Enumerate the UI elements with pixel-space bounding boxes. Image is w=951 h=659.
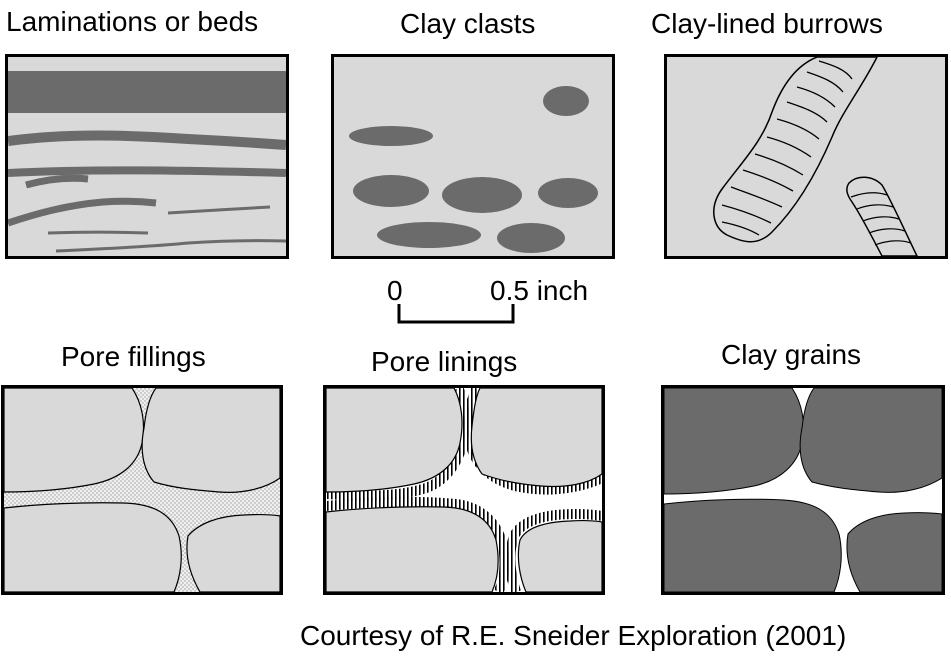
credit-caption: Courtesy of R.E. Sneider Exploration (20…	[300, 620, 847, 651]
clay-clast	[497, 223, 565, 253]
sand-grain	[4, 388, 145, 493]
scale-bar	[397, 304, 515, 324]
scale-end-label: 0.5 inch	[490, 275, 589, 306]
clay-clast	[349, 126, 433, 146]
sand-grain	[141, 388, 280, 493]
sand-grain	[326, 506, 499, 592]
lamination-bed-5	[8, 197, 157, 227]
sand-grain	[4, 502, 182, 592]
panel-clay-clasts	[331, 54, 615, 259]
lamination-bed-2	[8, 130, 286, 150]
lamination-thin-1	[167, 205, 271, 215]
clay-clast	[377, 222, 481, 248]
clay-grain	[664, 498, 842, 592]
clay-clast	[538, 178, 598, 208]
clay-clast	[353, 175, 429, 207]
clay-grain	[799, 388, 942, 493]
lamination-bed-3	[8, 166, 286, 177]
lamination-bed-thick	[8, 71, 286, 113]
label-pore-fillings: Pore fillings	[61, 341, 206, 372]
panel-pore-fillings	[1, 385, 283, 595]
label-clay-lined-burrows: Clay-lined burrows	[651, 8, 883, 39]
sand-grain	[326, 388, 463, 493]
scale-zero-label: 0	[387, 275, 403, 306]
label-clay-grains: Clay grains	[721, 339, 862, 370]
panel-clay-lined-burrows	[664, 54, 948, 259]
burrow-large	[713, 57, 878, 243]
panel-clay-grains	[661, 385, 945, 595]
lamination-bed-4	[25, 174, 89, 189]
clay-grain	[664, 388, 805, 495]
label-laminations: Laminations or beds	[6, 6, 259, 37]
panel-laminations	[5, 54, 289, 259]
clay-clast	[442, 177, 522, 213]
clay-clast	[543, 86, 589, 116]
sand-grain	[186, 513, 280, 592]
lamination-thin-2	[47, 230, 149, 235]
clay-grain	[846, 512, 942, 592]
label-clay-clasts: Clay clasts	[400, 8, 536, 39]
sand-grain	[470, 388, 602, 488]
label-pore-linings: Pore linings	[371, 346, 518, 377]
sand-grain	[517, 519, 602, 592]
panel-pore-linings	[323, 385, 605, 595]
lamination-thin-3	[55, 239, 286, 253]
